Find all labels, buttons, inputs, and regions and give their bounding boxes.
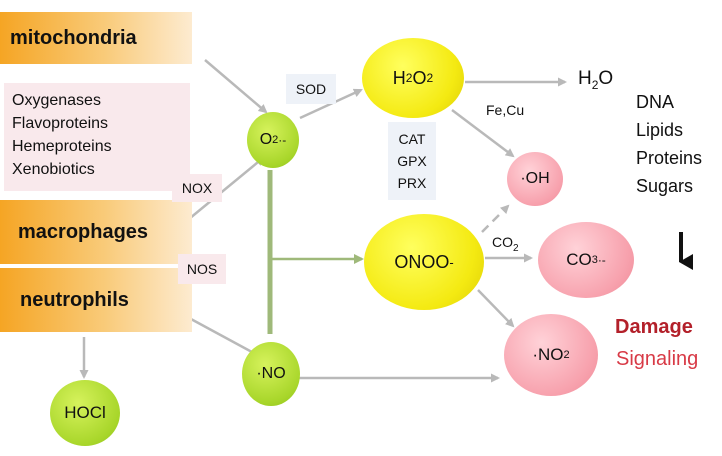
label-prx: PRX	[397, 175, 427, 191]
enzyme-list: Oxygenases Flavoproteins Hemeproteins Xe…	[4, 83, 190, 191]
label-nox: NOX	[172, 174, 222, 202]
enzyme-flavoproteins: Flavoproteins	[12, 115, 109, 132]
target-proteins: Proteins	[636, 148, 703, 168]
outcome-signaling: Signaling	[616, 348, 699, 370]
enzyme-hemeproteins: Hemeproteins	[12, 138, 112, 155]
source-macrophages: macrophages	[0, 200, 192, 264]
arrow-neutrophils-no	[177, 310, 265, 360]
target-sugars: Sugars	[636, 176, 694, 196]
label-cat: CAT	[398, 131, 426, 147]
arrow-superoxide-h2o2	[299, 88, 363, 120]
label-antioxidant-enzymes: CAT GPX PRX	[388, 122, 436, 200]
node-peroxynitrite: ONOO-	[364, 214, 484, 310]
node-hocl: HOCl	[50, 380, 120, 446]
damage-targets: DNA Lipids Proteins Sugars	[636, 88, 702, 200]
source-mitochondria: mitochondria	[0, 12, 192, 64]
node-hydroxyl: ·OH	[507, 152, 563, 206]
label-nos: NOS	[178, 254, 226, 284]
target-lipids: Lipids	[636, 120, 684, 140]
enzyme-xenobiotics: Xenobiotics	[12, 161, 95, 178]
arrow-h2o2-oh	[451, 109, 515, 158]
enzyme-oxygenases: Oxygenases	[12, 92, 101, 109]
target-dna: DNA	[636, 92, 675, 112]
arrow-onoo-oh	[481, 204, 510, 233]
node-nitric-oxide: ·NO	[242, 342, 300, 406]
label-co2: CO2	[492, 234, 519, 254]
label-gpx: GPX	[397, 153, 427, 169]
label-fe-cu: Fe,Cu	[486, 102, 525, 118]
node-h2o: H2O	[578, 68, 614, 92]
arrow-onoo-no2	[477, 289, 515, 328]
label-sod: SOD	[286, 74, 336, 104]
outcome-damage: Damage	[615, 316, 693, 338]
source-neutrophils: neutrophils	[0, 268, 192, 332]
arrow-mitochondria-superoxide	[204, 59, 268, 114]
